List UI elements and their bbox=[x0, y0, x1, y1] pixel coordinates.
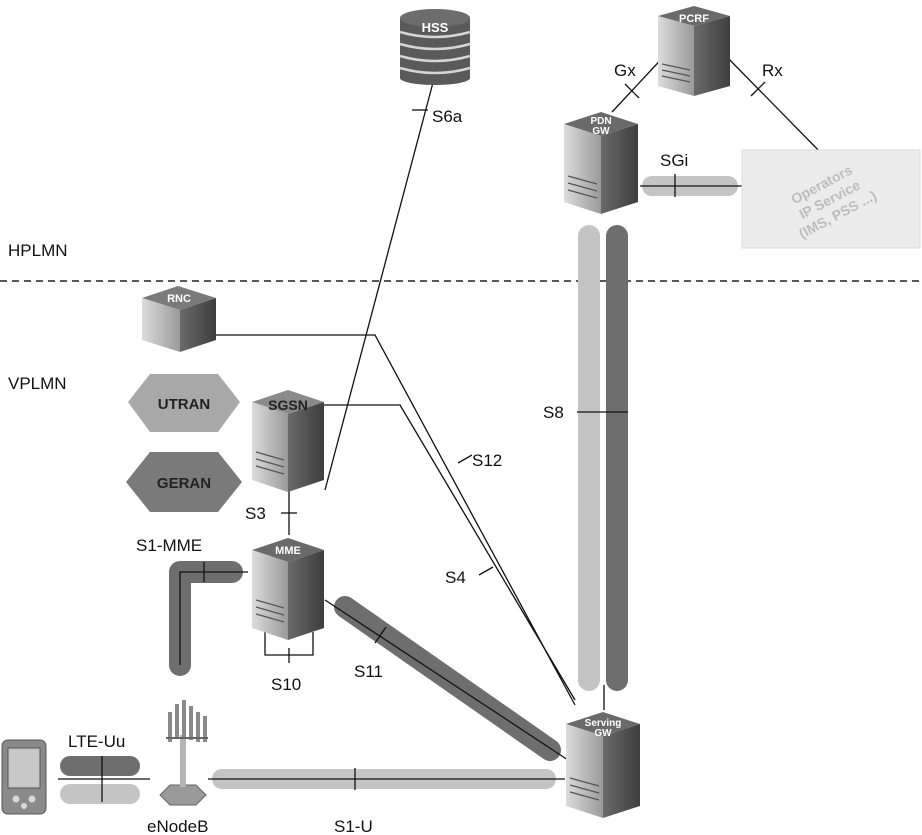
s12-link bbox=[215, 334, 576, 706]
server-icon bbox=[142, 286, 216, 352]
rnc-node: RNC bbox=[142, 286, 216, 352]
svg-text:GW: GW bbox=[592, 126, 610, 137]
server-icon bbox=[566, 712, 640, 818]
sgsn-node: SGSN bbox=[252, 390, 324, 492]
s4-tick bbox=[478, 566, 494, 576]
s8-label: S8 bbox=[543, 403, 564, 422]
utran-node: UTRAN bbox=[128, 374, 240, 432]
database-icon bbox=[399, 9, 471, 85]
mobile-phone-icon bbox=[1, 739, 47, 815]
s1-u-label: S1-U bbox=[334, 817, 373, 835]
svg-text:UTRAN: UTRAN bbox=[158, 396, 211, 413]
antenna-tower-icon bbox=[159, 700, 208, 806]
enodeb-label: eNodeB bbox=[147, 817, 208, 835]
vplmn-label: VPLMN bbox=[8, 374, 67, 393]
s3-label: S3 bbox=[245, 504, 266, 523]
s12-label: S12 bbox=[472, 451, 502, 470]
s4-link bbox=[323, 404, 576, 701]
svg-text:PCRF: PCRF bbox=[679, 13, 709, 25]
s6a-link bbox=[324, 74, 436, 491]
geran-node: GERAN bbox=[126, 452, 242, 512]
s1-mme-tube bbox=[169, 561, 243, 676]
hplmn-label: HPLMN bbox=[8, 241, 68, 260]
rx-tick bbox=[750, 81, 766, 97]
rx-label: Rx bbox=[762, 61, 783, 80]
lte-uu-label: LTE-Uu bbox=[68, 732, 125, 751]
operator-services-node: Operators IP Service (IMS, PSS ...) bbox=[741, 149, 921, 249]
svg-text:GW: GW bbox=[594, 728, 612, 739]
s10-label: S10 bbox=[271, 675, 301, 694]
svg-text:SGSN: SGSN bbox=[268, 397, 308, 413]
sgi-label: SGi bbox=[660, 151, 688, 170]
s1-mme-label: S1-MME bbox=[136, 536, 202, 555]
serving-gw-node: Serving GW bbox=[566, 712, 640, 818]
server-icon bbox=[564, 112, 638, 214]
s4-label: S4 bbox=[445, 568, 466, 587]
svg-text:GERAN: GERAN bbox=[157, 475, 211, 492]
svg-text:HSS: HSS bbox=[422, 20, 449, 35]
gx-label: Gx bbox=[614, 61, 636, 80]
pcrf-node: PCRF bbox=[658, 6, 730, 96]
svg-text:MME: MME bbox=[275, 545, 301, 557]
s1-mme-line bbox=[179, 571, 248, 665]
server-icon bbox=[252, 390, 324, 492]
mme-node: MME bbox=[252, 538, 324, 640]
s12-tick bbox=[457, 454, 473, 464]
hexagon-icon bbox=[128, 374, 240, 432]
server-icon bbox=[658, 6, 730, 96]
rx-link bbox=[721, 51, 829, 161]
s11-label: S11 bbox=[354, 662, 383, 681]
svg-text:RNC: RNC bbox=[167, 293, 191, 305]
ue-device bbox=[1, 739, 47, 815]
s6a-label: S6a bbox=[432, 107, 463, 126]
s11-tick bbox=[374, 626, 387, 644]
server-icon bbox=[252, 538, 324, 640]
hss-node: HSS bbox=[399, 9, 471, 85]
svg-text:Serving: Serving bbox=[585, 718, 622, 729]
gx-tick bbox=[624, 83, 640, 99]
pdn-gw-node: PDN GW bbox=[564, 112, 638, 214]
enodeb-node: eNodeB bbox=[147, 700, 208, 835]
svg-text:PDN: PDN bbox=[590, 116, 611, 127]
s11-line bbox=[324, 599, 569, 761]
hexagon-icon bbox=[126, 452, 242, 512]
